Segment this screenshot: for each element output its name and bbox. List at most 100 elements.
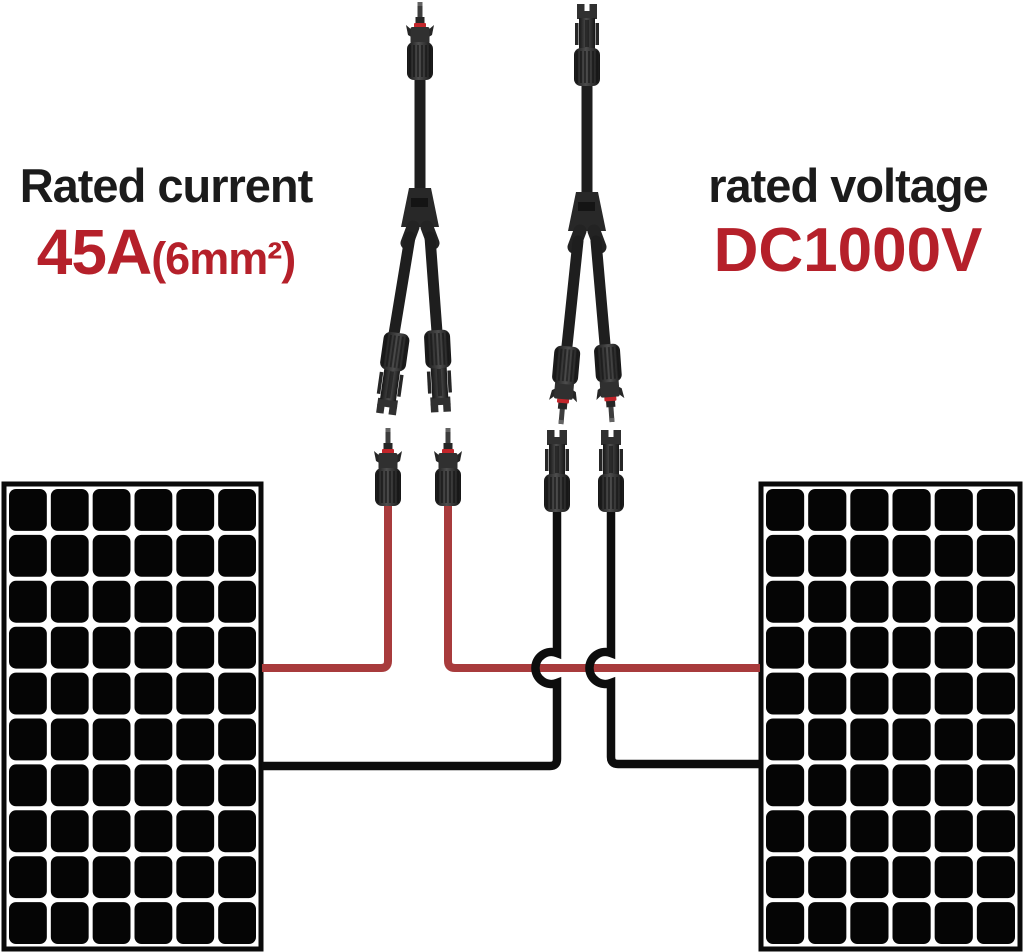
solar-cell xyxy=(218,718,256,761)
solar-cell xyxy=(976,489,1015,531)
solar-cell xyxy=(50,856,89,899)
solar-cell xyxy=(808,534,847,577)
solar-cell xyxy=(176,534,215,577)
rated-voltage-block: rated voltage DC1000V xyxy=(682,160,1014,285)
mc4-female-connector xyxy=(373,330,411,416)
solar-cell xyxy=(808,764,847,807)
solar-cell xyxy=(92,764,131,807)
solar-cell xyxy=(218,489,256,531)
solar-cell xyxy=(176,764,215,807)
solar-cell xyxy=(892,626,931,669)
mc4-male-connector-positive xyxy=(434,428,462,506)
solar-cell xyxy=(92,534,131,577)
mc4-female-connector-negative xyxy=(598,430,624,512)
solar-cell xyxy=(134,580,173,623)
solar-cell xyxy=(934,672,973,715)
positive-wire-right xyxy=(444,502,760,672)
solar-cell xyxy=(808,626,847,669)
solar-cell xyxy=(934,764,973,807)
rated-voltage-value-row: DC1000V xyxy=(682,215,1014,285)
solar-cell xyxy=(50,764,89,807)
solar-cell xyxy=(176,810,215,853)
solar-cell xyxy=(9,764,47,807)
y-junction xyxy=(401,188,439,227)
solar-cell xyxy=(850,718,889,761)
solar-cell xyxy=(92,856,131,899)
solar-cell xyxy=(934,902,973,944)
solar-cell xyxy=(976,856,1015,899)
solar-cell xyxy=(934,626,973,669)
solar-cell xyxy=(808,856,847,899)
solar-cell xyxy=(850,810,889,853)
solar-cell xyxy=(50,626,89,669)
mc4-male-connector xyxy=(547,345,582,426)
solar-cell xyxy=(50,672,89,715)
solar-cell xyxy=(218,580,256,623)
solar-cell xyxy=(766,580,805,623)
mc4-female-connector xyxy=(574,4,600,86)
solar-cell xyxy=(850,764,889,807)
mc4-male-connector xyxy=(592,343,626,423)
solar-panel-left-frame xyxy=(1,481,264,952)
solar-cell xyxy=(50,580,89,623)
solar-cell xyxy=(218,902,256,944)
solar-cell xyxy=(934,534,973,577)
solar-cell xyxy=(176,580,215,623)
solar-cell xyxy=(892,718,931,761)
solar-cell xyxy=(850,902,889,944)
solar-cell xyxy=(92,489,131,531)
solar-cell xyxy=(766,764,805,807)
solar-cell xyxy=(934,489,973,531)
solar-cell xyxy=(218,856,256,899)
solar-cell xyxy=(892,764,931,807)
solar-cell xyxy=(134,489,173,531)
solar-cell xyxy=(850,580,889,623)
solar-cell xyxy=(892,489,931,531)
solar-cell xyxy=(176,672,215,715)
solar-cell xyxy=(976,580,1015,623)
negative-wire-right xyxy=(585,508,760,769)
solar-cell xyxy=(134,902,173,944)
mc4-male-connector xyxy=(406,2,434,80)
solar-cell xyxy=(176,626,215,669)
solar-panel-left-cells xyxy=(9,489,256,944)
solar-panel-right-cells xyxy=(766,489,1015,944)
solar-cell xyxy=(934,810,973,853)
solar-cell xyxy=(766,534,805,577)
solar-panel-left xyxy=(1,481,264,952)
solar-cell xyxy=(892,810,931,853)
solar-cell xyxy=(9,810,47,853)
y-junction-label xyxy=(578,202,595,211)
solar-cell xyxy=(134,672,173,715)
mc4-female-connector xyxy=(423,329,454,413)
solar-cell xyxy=(766,902,805,944)
solar-cell xyxy=(9,718,47,761)
solar-cell xyxy=(92,810,131,853)
y-junction xyxy=(568,192,606,231)
mc4-female-connector-negative xyxy=(544,430,570,512)
branch-cable xyxy=(590,235,611,350)
solar-cell xyxy=(92,902,131,944)
solar-cell xyxy=(134,856,173,899)
solar-cell xyxy=(176,856,215,899)
solar-cell xyxy=(850,626,889,669)
solar-cell xyxy=(766,718,805,761)
rated-voltage-value: DC1000V xyxy=(713,215,983,285)
solar-cell xyxy=(50,534,89,577)
solar-cell xyxy=(218,534,256,577)
solar-cell xyxy=(9,672,47,715)
y-junction-label xyxy=(411,198,428,207)
solar-cell xyxy=(218,764,256,807)
solar-cell xyxy=(766,489,805,531)
solar-cell xyxy=(892,902,931,944)
solar-cell xyxy=(976,902,1015,944)
solar-cell xyxy=(892,672,931,715)
solar-cell xyxy=(134,718,173,761)
solar-cell xyxy=(9,626,47,669)
branch-cable xyxy=(424,231,443,338)
negative-wire-left xyxy=(262,508,562,771)
solar-cell xyxy=(766,672,805,715)
solar-cell xyxy=(976,534,1015,577)
solar-cell xyxy=(9,534,47,577)
